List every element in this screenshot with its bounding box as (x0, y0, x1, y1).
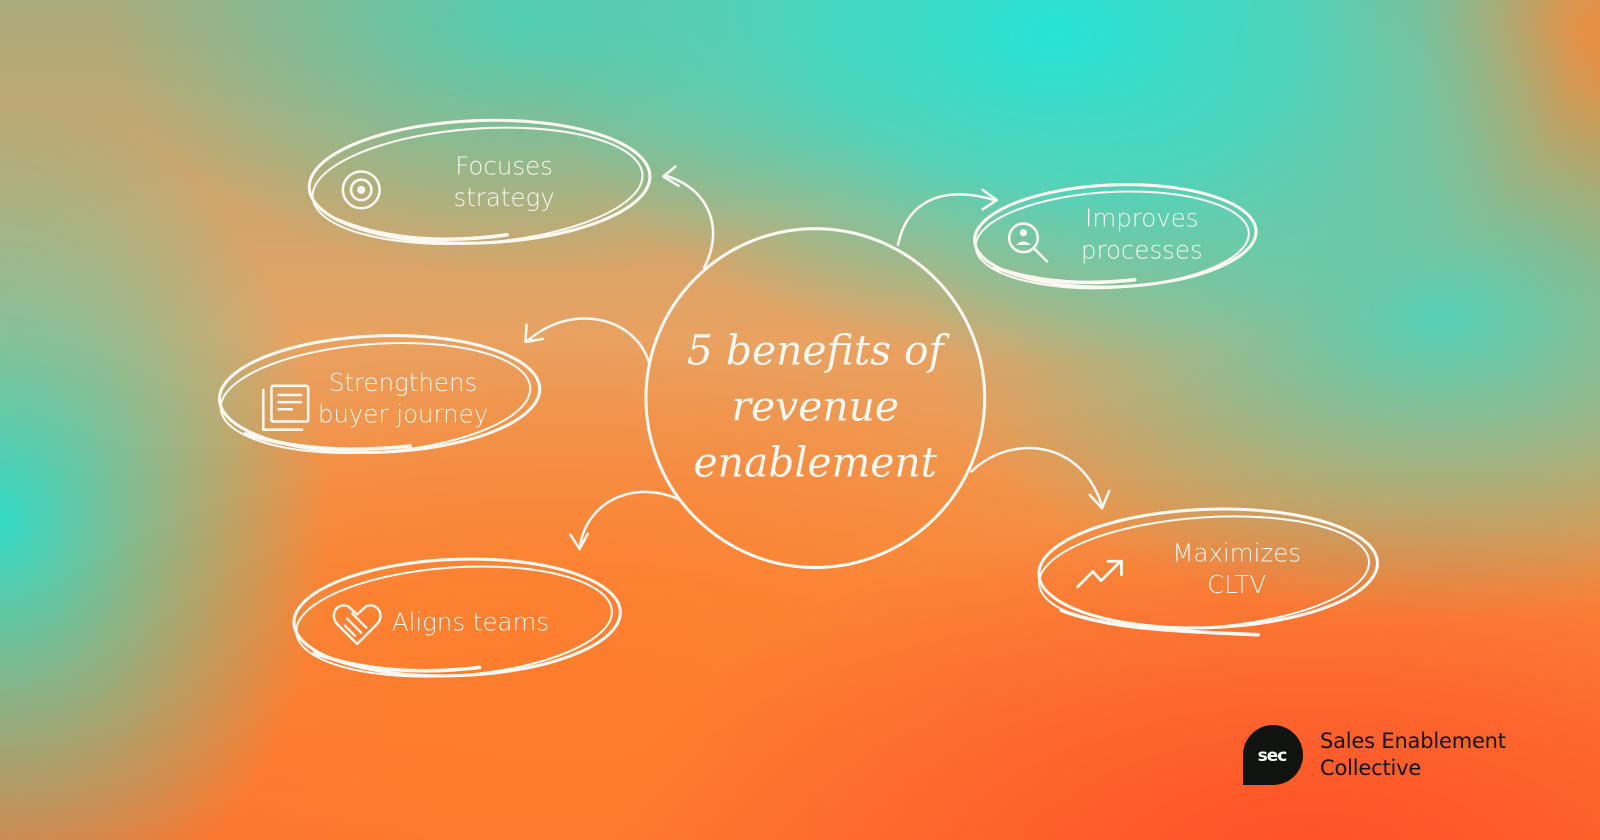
benefit-label-line2: strategy (453, 183, 554, 212)
title-line-1: 5 benefits of (687, 326, 951, 374)
search-person-icon (1007, 222, 1049, 263)
logo-text: sec (1258, 746, 1287, 766)
arrow-to-aligns-teams (578, 490, 682, 550)
brand-lockup: sec Sales Enablement Collective (1242, 724, 1506, 786)
arrowhead-icon (1088, 489, 1111, 510)
connector-arrows (524, 165, 1111, 551)
title-line-2: revenue (732, 383, 900, 431)
arrow-to-focuses-strategy (664, 174, 715, 269)
benefit-node-maximizes-cltv: Maximizes CLTV (1037, 507, 1379, 637)
handshake-heart-icon (332, 604, 382, 646)
benefit-node-aligns-teams: Aligns teams (292, 557, 622, 678)
benefit-node-focuses-strategy: Focuses strategy (307, 118, 652, 245)
brand-name-line2: Collective (1320, 756, 1422, 780)
benefit-label-line1: Improves (1085, 204, 1198, 233)
title-line-3: enablement (694, 439, 938, 487)
benefit-label-line1: Focuses (455, 152, 553, 181)
benefit-node-strengthens-buyer-journey: Strengthens buyer journey (217, 334, 542, 455)
arrow-to-strengthens-buyer-journey (526, 317, 651, 364)
brand-name: Sales Enablement Collective (1320, 728, 1506, 782)
arrowhead-icon (981, 188, 999, 211)
benefit-label-line1: Strengthens (329, 368, 477, 397)
benefit-label-line2: buyer journey (318, 400, 488, 429)
trending-up-icon (1076, 559, 1123, 589)
benefit-label-line1: Aligns teams (392, 608, 549, 637)
benefit-node-improves-processes: Improves processes (973, 183, 1258, 290)
documents-icon (261, 384, 310, 431)
arrowhead-icon (569, 532, 590, 551)
benefit-label-line1: Maximizes (1172, 538, 1301, 567)
arrowhead-icon (661, 165, 680, 188)
target-icon (341, 170, 381, 210)
arrow-to-maximizes-cltv (970, 446, 1104, 508)
arrow-to-improves-processes (896, 193, 997, 247)
brand-name-line1: Sales Enablement (1320, 729, 1506, 753)
sec-logo-icon: sec (1243, 725, 1303, 785)
benefit-label-line2: processes (1081, 235, 1203, 264)
central-circle: 5 benefits of revenue enablement (644, 227, 987, 569)
arrowhead-icon (524, 323, 545, 344)
benefit-label-line2: CLTV (1207, 570, 1266, 599)
